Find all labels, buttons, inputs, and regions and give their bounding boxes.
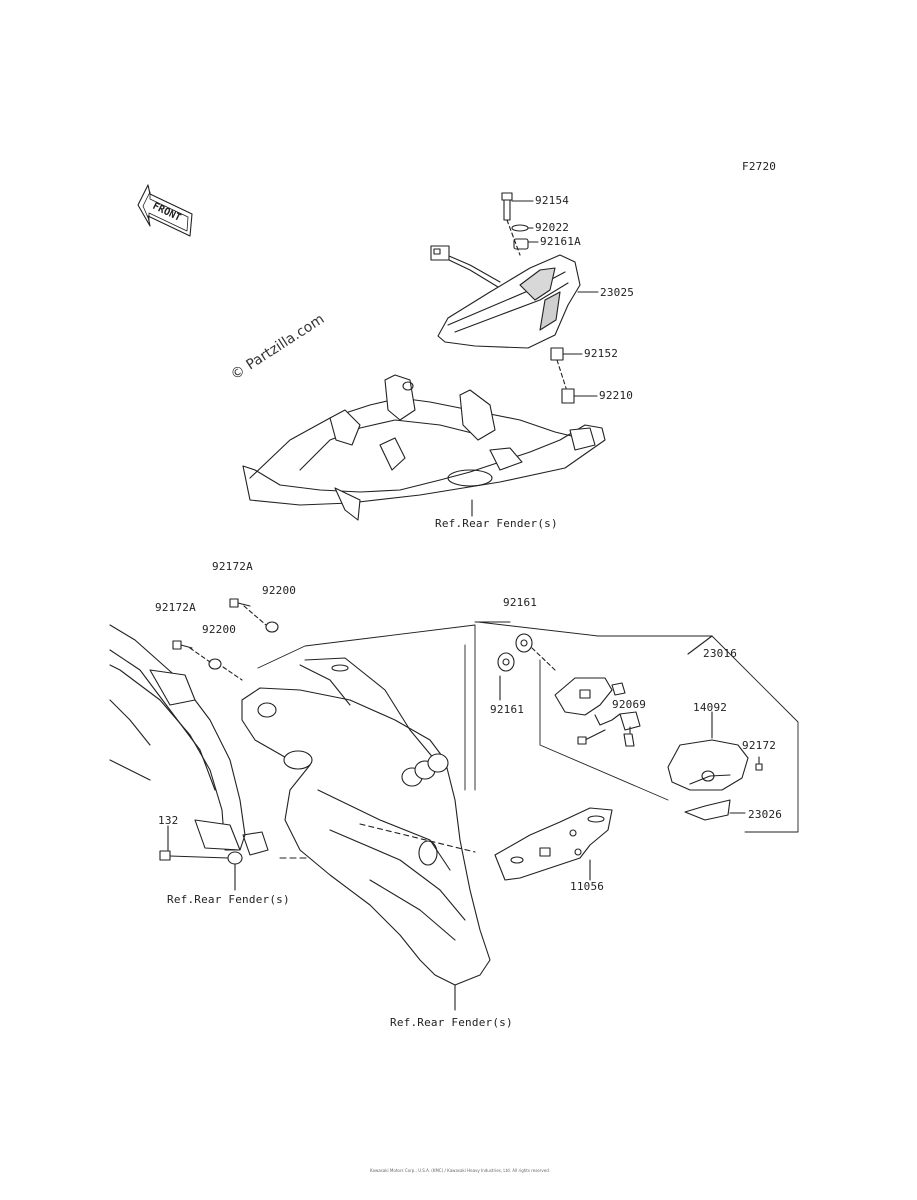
label-92172: 92172 <box>742 739 777 752</box>
grommet-92161A <box>513 238 539 250</box>
label-92069: 92069 <box>612 698 647 711</box>
washer-92022 <box>511 224 534 232</box>
frame-rail <box>109 624 269 865</box>
bolt-92154 <box>501 192 534 221</box>
label-92154: 92154 <box>535 194 570 207</box>
label-92200-lower: 92200 <box>202 623 237 636</box>
label-11056: 11056 <box>570 880 605 893</box>
label-92172A-upper: 92172A <box>212 560 253 573</box>
bulb-92069 <box>623 726 635 747</box>
rear-fender-upper <box>242 374 606 521</box>
pad-23026 <box>684 799 746 821</box>
rear-fender-lower <box>241 657 491 1011</box>
copyright-notice: Kawasaki Motors Corp., U.S.A. (KMC) / Ka… <box>369 1168 551 1173</box>
label-92022: 92022 <box>535 221 570 234</box>
label-92152: 92152 <box>584 347 619 360</box>
screw-92172 <box>755 756 763 771</box>
spacer-92210 <box>561 388 598 404</box>
collar-92152 <box>550 347 583 361</box>
bolt-92172A-lower <box>172 640 193 650</box>
tail-light-23025 <box>437 254 599 349</box>
label-ref-rear-fender-upper: Ref.Rear Fender(s) <box>435 517 558 530</box>
lens-cover-14092 <box>667 711 749 791</box>
grommet-92161-lower <box>497 652 515 672</box>
license-lamp-socket-23016 <box>554 677 641 745</box>
connector-23025 <box>430 245 501 288</box>
label-92200-upper: 92200 <box>262 584 297 597</box>
label-92210: 92210 <box>599 389 634 402</box>
washer-92200-upper <box>265 621 279 633</box>
label-92161-upper: 92161 <box>503 596 538 609</box>
label-23025: 23025 <box>600 286 635 299</box>
grommet-92161-upper <box>515 633 533 653</box>
label-ref-rear-fender-left: Ref.Rear Fender(s) <box>167 893 290 906</box>
label-ref-rear-fender-bottom: Ref.Rear Fender(s) <box>390 1016 513 1029</box>
label-23026: 23026 <box>748 808 783 821</box>
license-bracket-11056 <box>494 807 613 881</box>
front-arrow-icon <box>137 184 193 237</box>
label-92172A-lower: 92172A <box>155 601 196 614</box>
figure-code: F2720 <box>742 160 777 173</box>
label-92161-lower: 92161 <box>490 703 525 716</box>
label-23016: 23016 <box>703 647 738 660</box>
bolt-92172A-upper <box>229 598 251 608</box>
label-132: 132 <box>158 814 179 827</box>
label-92161A: 92161A <box>540 235 581 248</box>
bolt-132 <box>159 850 229 861</box>
washer-92200-lower <box>208 658 222 670</box>
label-14092: 14092 <box>693 701 728 714</box>
